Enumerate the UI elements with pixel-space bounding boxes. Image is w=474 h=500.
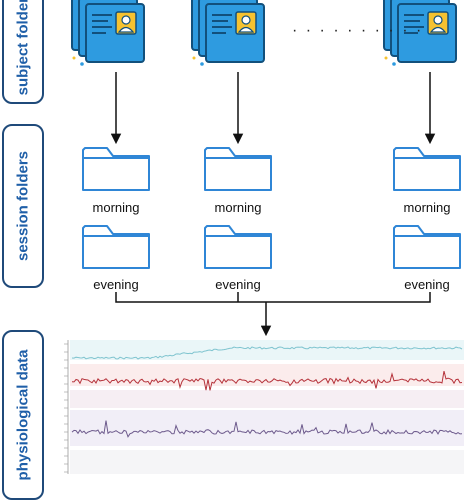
session-folders-label: session folders	[2, 124, 44, 288]
ellipsis: · · · · · · · · · ·	[292, 22, 424, 39]
signal-trace	[71, 370, 463, 391]
folder-icon	[82, 225, 150, 269]
folder-icon	[204, 147, 272, 191]
id-card-icon	[71, 0, 145, 67]
folder-caption-morning: morning	[214, 200, 262, 215]
folder-caption-morning: morning	[92, 200, 140, 215]
folder-icon	[204, 225, 272, 269]
folder-caption-evening: evening	[215, 277, 261, 292]
folder-caption-evening: evening	[93, 277, 139, 292]
folder-icon	[393, 147, 461, 191]
folder-caption-morning: morning	[403, 200, 451, 215]
subject-folders-label: subject folders	[2, 0, 44, 104]
merge-connector	[115, 292, 431, 303]
id-card-icon	[191, 0, 265, 67]
folder-icon	[82, 147, 150, 191]
physiological-signal-panel	[67, 340, 464, 474]
signal-trace	[71, 346, 463, 360]
physiological-data-label: physiological data	[2, 330, 44, 500]
axis-ticks	[64, 343, 68, 473]
signal-trace	[71, 420, 463, 438]
folder-icon	[393, 225, 461, 269]
pipeline-diagram	[64, 0, 464, 474]
folder-caption-evening: evening	[404, 277, 450, 292]
